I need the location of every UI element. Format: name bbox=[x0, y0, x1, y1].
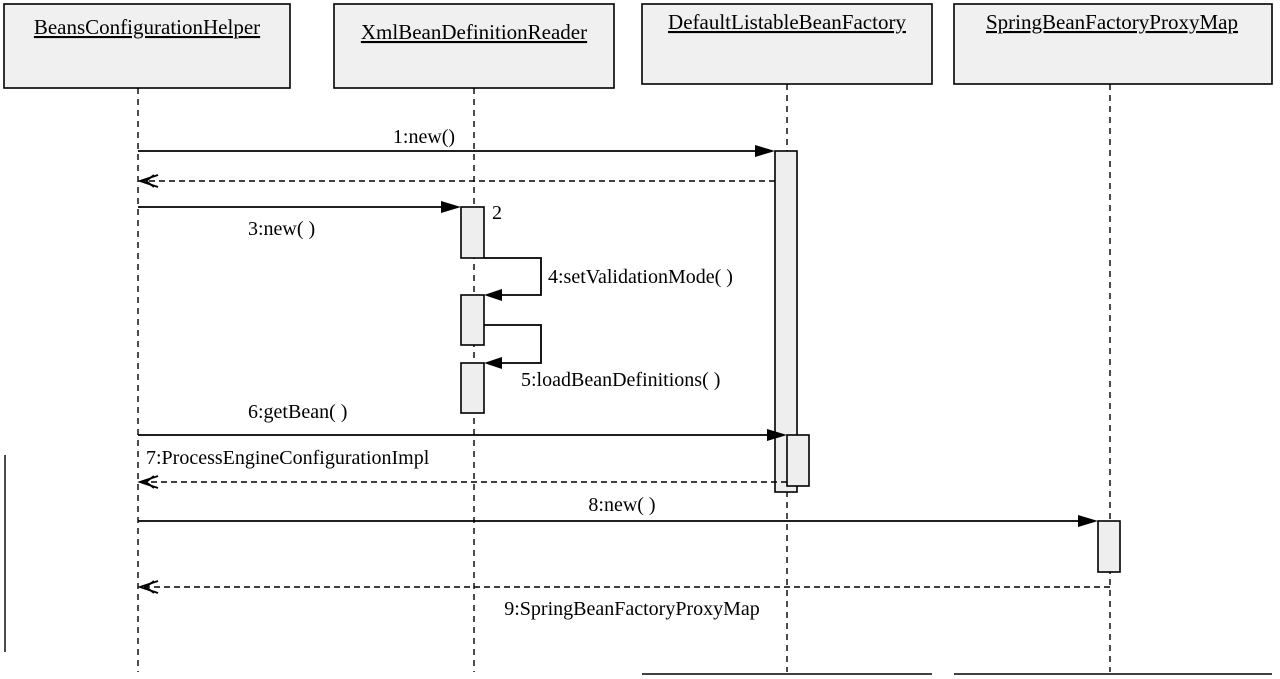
return-message-9: 9:SpringBeanFactoryProxyMap bbox=[137, 580, 1110, 620]
message-label: 6:getBean( ) bbox=[248, 401, 347, 423]
message-8: 8:new( ) bbox=[138, 494, 1098, 527]
participant-name: BeansConfigurationHelper bbox=[34, 15, 260, 39]
message-label: 3:new( ) bbox=[248, 218, 315, 240]
message-3: 3:new( ) bbox=[138, 201, 461, 240]
participant-name: SpringBeanFactoryProxyMap bbox=[986, 10, 1238, 34]
activation-bean-factory-getbean bbox=[786, 434, 810, 487]
message-label: 1:new() bbox=[393, 126, 455, 148]
message-6: 6:getBean( ) bbox=[138, 401, 787, 441]
return-message-1 bbox=[137, 174, 775, 188]
participant-xml-bean-definition-reader: XmlBeanDefinitionReader bbox=[333, 3, 615, 89]
message-label: 9:SpringBeanFactoryProxyMap bbox=[504, 598, 760, 620]
activation-bean-factory-main bbox=[774, 150, 798, 493]
return-message-7: 7:ProcessEngineConfigurationImpl bbox=[137, 447, 787, 489]
message-5: 5:loadBeanDefinitions( ) bbox=[484, 324, 720, 391]
participant-default-listable-bean-factory: DefaultListableBeanFactory bbox=[641, 3, 933, 85]
activation-reader-new bbox=[460, 206, 485, 259]
message-4: 4:setValidationMode( ) bbox=[484, 257, 733, 301]
message-1: 1:new() bbox=[138, 126, 775, 157]
participant-name: XmlBeanDefinitionReader bbox=[361, 20, 587, 44]
message-label: 7:ProcessEngineConfigurationImpl bbox=[146, 447, 430, 469]
participant-spring-bean-factory-proxy-map: SpringBeanFactoryProxyMap bbox=[953, 3, 1273, 85]
activation-reader-set-validation-mode bbox=[460, 294, 485, 346]
message-label: 5:loadBeanDefinitions( ) bbox=[521, 369, 720, 391]
message-label-2: 2 bbox=[492, 202, 502, 224]
activation-proxy-map bbox=[1097, 520, 1121, 573]
message-label: 4:setValidationMode( ) bbox=[548, 266, 733, 288]
message-label: 8:new( ) bbox=[588, 494, 655, 516]
participant-beans-configuration-helper: BeansConfigurationHelper bbox=[3, 3, 291, 89]
activation-reader-load-bean-definitions bbox=[460, 362, 485, 414]
participant-name: DefaultListableBeanFactory bbox=[668, 10, 906, 34]
